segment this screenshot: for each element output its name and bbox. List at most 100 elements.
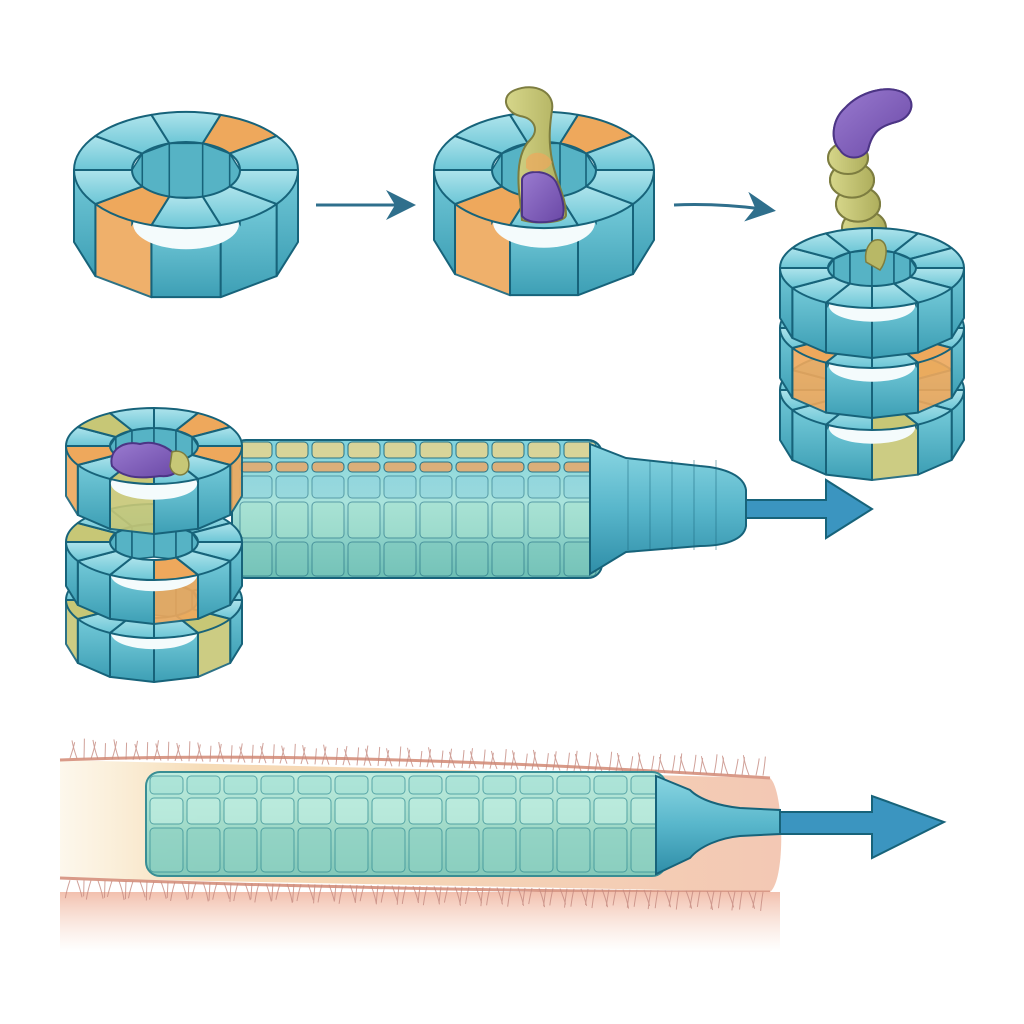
tube-block xyxy=(593,775,628,795)
cilium xyxy=(90,741,97,759)
tube-block xyxy=(419,501,453,539)
cilium xyxy=(191,882,197,899)
tube-block xyxy=(149,775,184,795)
cilium xyxy=(692,754,697,774)
cilium xyxy=(237,743,243,763)
cilium xyxy=(97,880,104,899)
cilium xyxy=(503,749,507,770)
chain-bead xyxy=(864,239,887,271)
cilium xyxy=(386,748,393,767)
cilium xyxy=(354,884,358,903)
tube-block xyxy=(491,541,525,577)
cilium xyxy=(532,749,540,771)
cilium xyxy=(601,889,609,908)
cilium xyxy=(244,882,251,901)
cilium xyxy=(760,891,764,911)
tube-block xyxy=(383,441,417,459)
cilium xyxy=(258,742,264,764)
cilium xyxy=(438,886,442,904)
tissue-lower-edge xyxy=(59,876,771,894)
cilium xyxy=(338,884,344,904)
cilium xyxy=(721,755,729,775)
cilium xyxy=(700,756,708,775)
ring-stack-threading xyxy=(779,88,965,481)
cilium xyxy=(626,889,631,908)
tube-block xyxy=(519,797,554,825)
cilium xyxy=(188,741,191,762)
chain-purple-head xyxy=(832,88,913,159)
cilium xyxy=(713,754,718,775)
cilium xyxy=(696,890,701,907)
cilium xyxy=(375,885,379,904)
cilium xyxy=(251,744,254,763)
cilium xyxy=(727,891,735,908)
substrate-orange-band xyxy=(526,152,552,172)
tube-block xyxy=(455,501,489,539)
cilium xyxy=(396,885,400,905)
tube-block xyxy=(239,461,273,473)
tube-block xyxy=(419,441,453,459)
cilium xyxy=(250,883,253,900)
cilium xyxy=(734,758,739,775)
cilium xyxy=(717,891,722,909)
cilium xyxy=(706,890,714,911)
tube-block xyxy=(275,461,309,473)
cilium xyxy=(678,753,683,774)
tube-block xyxy=(383,461,417,473)
tube-block xyxy=(297,775,332,795)
cilium xyxy=(239,746,246,763)
cilium xyxy=(384,750,390,767)
cilium xyxy=(675,890,680,910)
cilium xyxy=(254,883,260,903)
cilium xyxy=(69,742,76,759)
cilium xyxy=(658,756,666,774)
cilium xyxy=(465,886,470,905)
cilium xyxy=(64,880,71,899)
cilium xyxy=(380,885,386,903)
cilium xyxy=(671,755,676,774)
cilium xyxy=(212,882,218,900)
cilium xyxy=(300,746,306,765)
tube-block xyxy=(527,541,561,577)
cilium xyxy=(127,881,134,899)
cilium xyxy=(668,890,673,907)
cilium xyxy=(216,743,222,763)
cilium xyxy=(230,745,233,763)
ring-segment-group xyxy=(73,111,299,299)
tube-block xyxy=(556,827,591,873)
cilium xyxy=(292,883,295,903)
tube-block xyxy=(455,475,489,499)
cilium xyxy=(405,749,411,767)
cilium xyxy=(570,888,575,907)
cilium xyxy=(71,740,78,759)
cilium xyxy=(359,885,365,902)
cilium xyxy=(615,754,620,773)
tube-block xyxy=(311,441,345,459)
ring-inner-wall xyxy=(168,142,204,199)
tube-block xyxy=(419,541,453,577)
cilium xyxy=(739,891,743,910)
tube-block xyxy=(275,441,309,459)
cilium xyxy=(166,881,169,898)
ring-top-block xyxy=(585,134,655,171)
tube-block xyxy=(408,775,443,795)
cilium xyxy=(710,891,715,910)
cilium xyxy=(594,755,599,772)
arrow-right-icon xyxy=(673,191,776,222)
cilium xyxy=(549,888,554,906)
cilium xyxy=(564,888,568,908)
tube-block xyxy=(491,441,525,459)
tube-block xyxy=(334,827,369,873)
tube-block xyxy=(347,541,381,577)
tube-block xyxy=(556,797,591,825)
tube-block xyxy=(371,797,406,825)
ring-stack-tube xyxy=(65,407,874,683)
cilium xyxy=(106,880,113,897)
cilia xyxy=(64,738,766,911)
cilium xyxy=(489,752,494,769)
cilium xyxy=(573,750,578,771)
cilium xyxy=(113,739,120,760)
cilium xyxy=(685,890,693,909)
cilium xyxy=(427,747,435,768)
cilium xyxy=(334,884,337,901)
